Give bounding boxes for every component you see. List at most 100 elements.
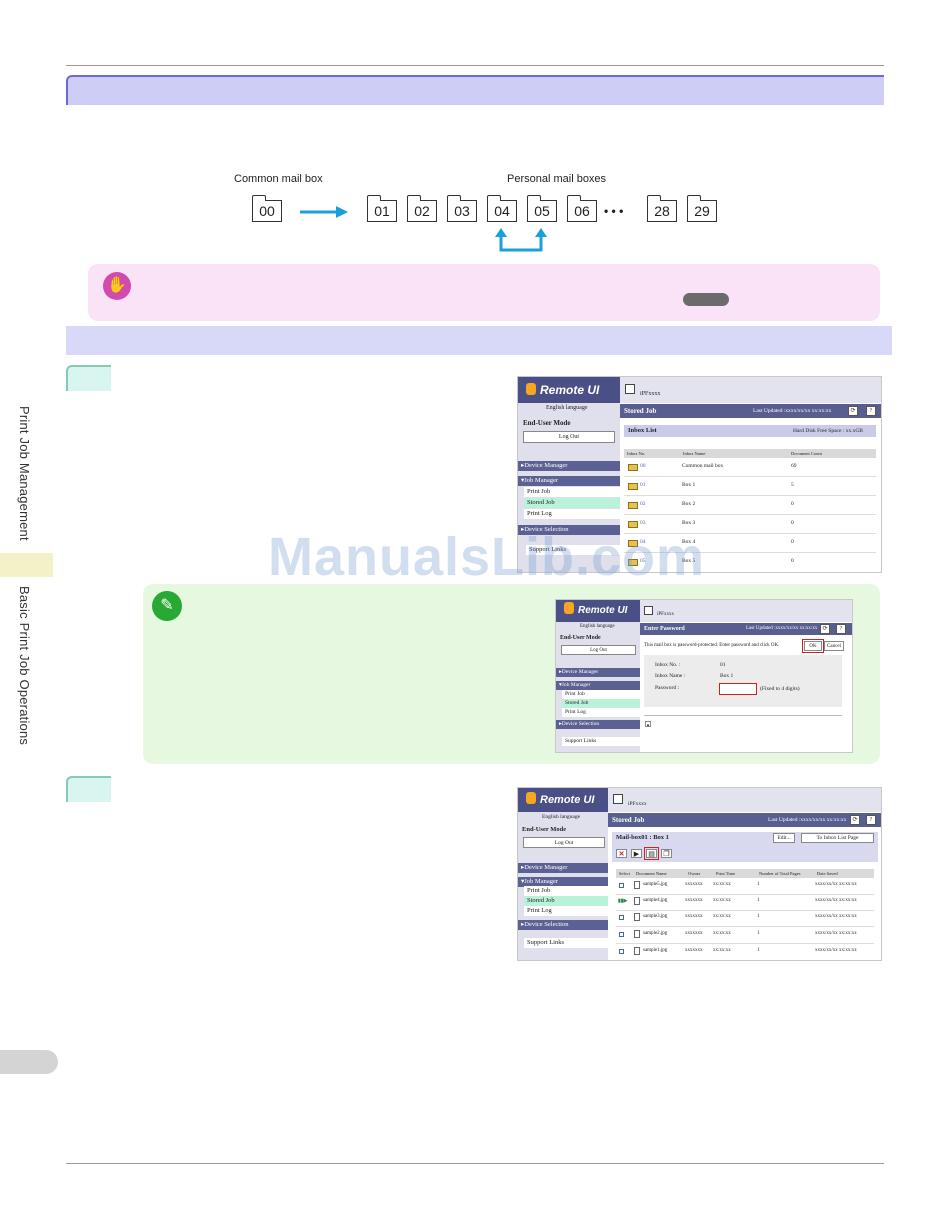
inbox-no-label: Inbox No. : bbox=[655, 662, 681, 668]
cancel-button[interactable]: Cancel bbox=[824, 641, 844, 651]
nav-print-log[interactable]: Print Log bbox=[562, 708, 640, 717]
refresh-icon[interactable]: ⟳ bbox=[820, 624, 830, 634]
nav-job-manager[interactable]: ▾Job Manager bbox=[556, 681, 640, 690]
column-inbox-name: Inbox Name bbox=[680, 449, 788, 458]
language-link[interactable]: English language bbox=[542, 814, 581, 820]
doc-name[interactable]: sample1.jpg bbox=[643, 948, 668, 953]
mailbox-folder-02: 02 bbox=[407, 195, 437, 222]
nav-device-selection[interactable]: ▸Device Selection bbox=[518, 920, 608, 930]
help-icon[interactable]: ? bbox=[866, 815, 876, 825]
ok-button[interactable]: OK bbox=[804, 641, 822, 651]
nav-stored-job[interactable]: Stored Job bbox=[524, 896, 608, 906]
device-name: iPFxxxx bbox=[628, 801, 647, 807]
password-input[interactable] bbox=[719, 683, 757, 695]
row-divider bbox=[616, 910, 874, 911]
inbox-no-02[interactable]: 02 bbox=[640, 501, 646, 507]
nav-support-links[interactable]: Support Links bbox=[526, 545, 622, 555]
page-top-icon[interactable]: ▲ bbox=[645, 721, 651, 727]
doc-owner: xxxxxxx bbox=[685, 914, 703, 919]
mailbox-icon bbox=[628, 540, 638, 547]
printing-status-icon: ▮▮▶ bbox=[618, 899, 628, 904]
inbox-name-04: Box 4 bbox=[682, 539, 696, 545]
nav-device-selection[interactable]: ▸Device Selection bbox=[556, 720, 640, 729]
language-link[interactable]: English language bbox=[580, 624, 615, 629]
delete-icon[interactable]: ✕ bbox=[616, 849, 627, 858]
nav-print-log[interactable]: Print Log bbox=[524, 509, 620, 519]
row-select-checkbox[interactable] bbox=[619, 932, 624, 937]
remote-ui-logo-text: Remote UI bbox=[540, 794, 595, 806]
inbox-count-04: 0 bbox=[791, 539, 794, 545]
print-icon[interactable]: ▶ bbox=[631, 849, 642, 858]
mailbox-folder-29: 29 bbox=[687, 195, 717, 222]
refresh-icon[interactable]: ⟳ bbox=[850, 815, 860, 825]
nav-print-job[interactable]: Print Job bbox=[562, 690, 640, 699]
logout-button[interactable]: Log Out bbox=[523, 837, 605, 848]
row-divider bbox=[616, 943, 874, 944]
copy-icon[interactable]: ❐ bbox=[661, 849, 672, 858]
nav-stored-job[interactable]: Stored Job bbox=[524, 498, 620, 508]
hand-stop-icon: ✋ bbox=[103, 272, 131, 300]
remote-ui-logo-text: Remote UI bbox=[540, 383, 600, 397]
inbox-no-00[interactable]: 00 bbox=[640, 463, 646, 469]
language-link[interactable]: English language bbox=[546, 405, 588, 411]
doc-time: xx:xx:xx bbox=[713, 898, 731, 903]
password-hint: (Fixed to 4 digits) bbox=[760, 686, 800, 692]
row-select-checkbox[interactable] bbox=[619, 915, 624, 920]
refresh-icon[interactable]: ⟳ bbox=[848, 406, 858, 416]
nav-device-manager[interactable]: ▸Device Manager bbox=[556, 668, 640, 677]
password-message: This mail box is password-protected. Ent… bbox=[644, 643, 780, 648]
doc-name[interactable]: sample2.jpg bbox=[643, 931, 668, 936]
nav-print-log[interactable]: Print Log bbox=[524, 906, 608, 916]
inbox-no-01[interactable]: 01 bbox=[640, 482, 646, 488]
mailbox-icon bbox=[628, 559, 638, 566]
nav-support-links[interactable]: Support Links bbox=[524, 938, 608, 948]
doc-name[interactable]: sample3.jpg bbox=[643, 914, 668, 919]
logout-button[interactable]: Log Out bbox=[523, 431, 615, 443]
help-icon[interactable]: ? bbox=[836, 624, 846, 634]
doc-date: xxxx/xx/xx xx:xx:xx bbox=[815, 948, 857, 953]
row-divider bbox=[624, 476, 876, 477]
nav-print-job[interactable]: Print Job bbox=[524, 886, 608, 896]
row-select-checkbox[interactable] bbox=[619, 949, 624, 954]
reference-link-pill[interactable] bbox=[683, 293, 729, 306]
free-space-label: Hard Disk Free Space : xx.xGB bbox=[793, 428, 863, 434]
nav-stored-job[interactable]: Stored Job bbox=[562, 699, 640, 708]
row-divider bbox=[624, 552, 876, 553]
top-strip bbox=[608, 788, 881, 812]
edit-button[interactable]: Edit... bbox=[773, 833, 795, 843]
remote-ui-logo-text: Remote UI bbox=[578, 605, 628, 616]
doc-name[interactable]: sample4.jpg bbox=[643, 898, 668, 903]
nav-device-selection[interactable]: ▸Device Selection bbox=[518, 525, 620, 535]
nav-support-links[interactable]: Support Links bbox=[562, 737, 640, 746]
inbox-name-03: Box 3 bbox=[682, 520, 696, 526]
logout-button[interactable]: Log Out bbox=[561, 645, 636, 655]
last-updated: Last Updated :xxxx/xx/xx xx:xx:xx bbox=[746, 626, 818, 631]
nav-device-manager[interactable]: ▸Device Manager bbox=[518, 863, 608, 873]
help-icon[interactable]: ? bbox=[866, 406, 876, 416]
doc-name[interactable]: sample5.jpg bbox=[643, 882, 668, 887]
move-icon[interactable]: ▤ bbox=[646, 849, 657, 858]
row-divider bbox=[624, 514, 876, 515]
inbox-no-03[interactable]: 03 bbox=[640, 520, 646, 526]
nav-job-manager[interactable]: ▾Job Manager bbox=[518, 476, 620, 486]
inbox-no-04[interactable]: 04 bbox=[640, 539, 646, 545]
mailbox-icon bbox=[628, 464, 638, 471]
doc-pages: 1 bbox=[757, 882, 760, 887]
nav-device-manager[interactable]: ▸Device Manager bbox=[518, 461, 620, 471]
device-name: iPFxxxx bbox=[657, 612, 674, 617]
remote-ui-logo: Remote UI bbox=[518, 788, 608, 812]
printer-icon bbox=[625, 384, 635, 394]
remote-ui-logo: Remote UI bbox=[556, 600, 640, 622]
user-mode-label: End-User Mode bbox=[560, 635, 601, 641]
nav-job-manager[interactable]: ▾Job Manager bbox=[518, 877, 608, 887]
to-inbox-list-button[interactable]: To Inbox List Page bbox=[801, 833, 874, 843]
mailbox-folder-03: 03 bbox=[447, 195, 477, 222]
nav-print-job[interactable]: Print Job bbox=[524, 487, 620, 497]
bidirectional-arrow-icon bbox=[495, 228, 547, 252]
common-mailbox-label: Common mail box bbox=[234, 173, 323, 185]
locked-mailbox-icon bbox=[628, 483, 638, 490]
doc-pages: 1 bbox=[757, 948, 760, 953]
row-select-checkbox[interactable] bbox=[619, 883, 624, 888]
section-heading-bar bbox=[66, 75, 884, 105]
inbox-no-05[interactable]: 05 bbox=[640, 558, 646, 564]
